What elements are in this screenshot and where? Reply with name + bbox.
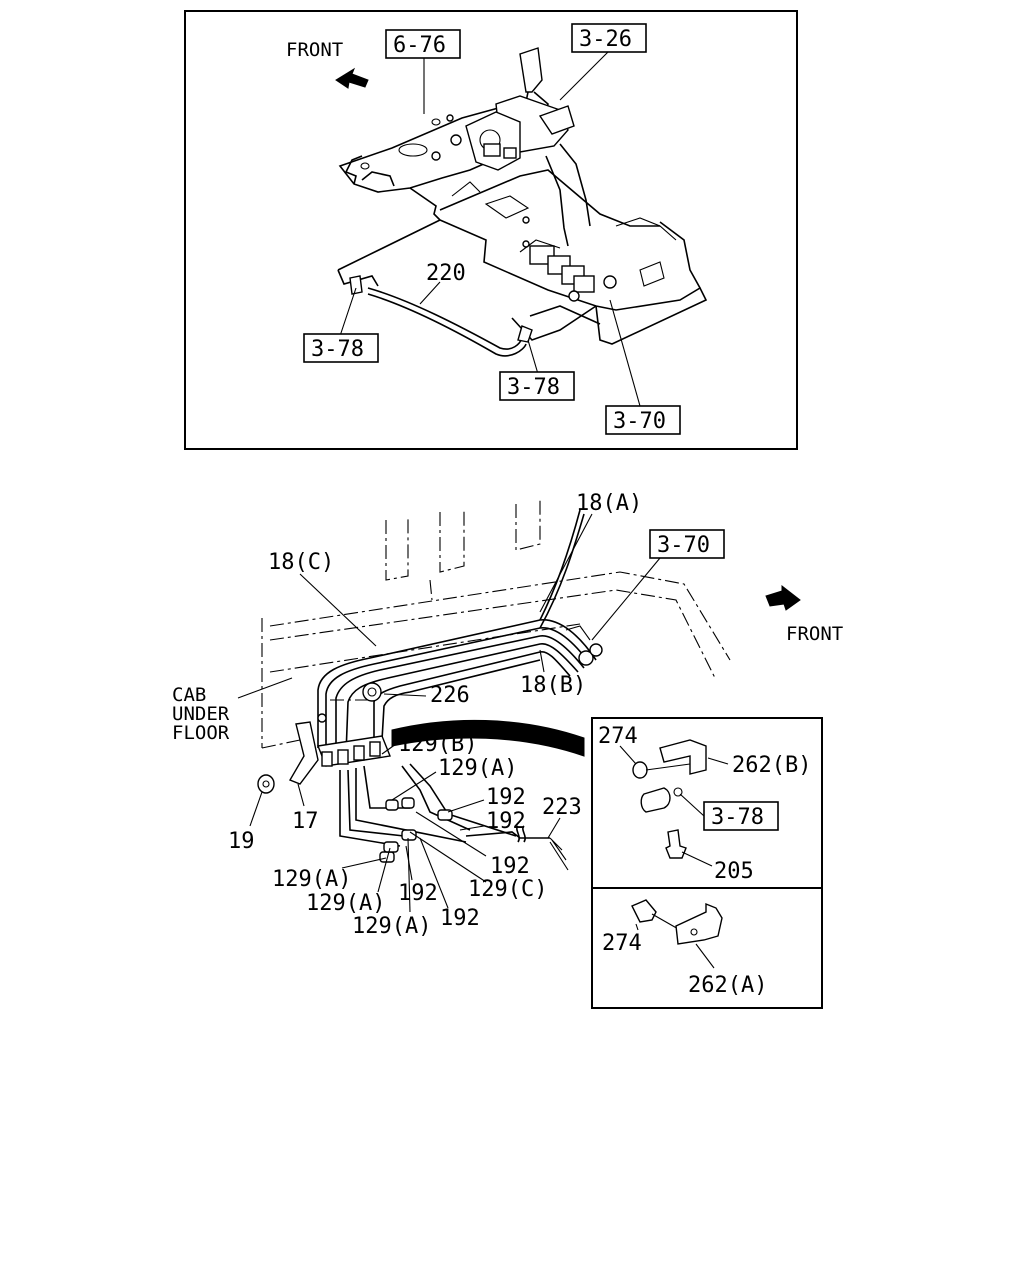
callout-192-5: 192 — [440, 906, 480, 931]
manifold-block — [257, 682, 391, 794]
callout-3-70-top: 3-70 — [613, 409, 666, 434]
cab-outline — [261, 498, 731, 749]
floor-label: FLOOR — [172, 722, 230, 744]
callout-box-3-78-left — [303, 333, 379, 363]
callout-3-78-left: 3-78 — [311, 337, 364, 362]
callout-18a: 18(A) — [576, 491, 642, 516]
callout-box-3-70-bottom — [649, 529, 725, 559]
bottom-view: FRONT CAB UNDER FLOOR — [172, 491, 843, 1009]
top-panel: FRONT — [184, 10, 798, 450]
callout-6-76: 6-76 — [393, 33, 446, 58]
pipe-bundle — [317, 509, 603, 755]
callout-274-b: 274 — [598, 724, 638, 749]
callout-129c: 129(C) — [468, 877, 547, 902]
callout-192-2: 192 — [486, 809, 526, 834]
valve-block — [446, 114, 617, 302]
leader-19 — [249, 791, 263, 827]
callout-223: 223 — [542, 795, 582, 820]
leader-205 — [681, 851, 713, 867]
callout-192-3: 192 — [490, 854, 530, 879]
under-label: UNDER — [172, 703, 230, 725]
callout-3-26: 3-26 — [579, 27, 632, 52]
front-arrow-bottom-icon — [765, 584, 801, 611]
callout-192-1: 192 — [486, 785, 526, 810]
leader-17 — [297, 783, 305, 807]
detail-b-parts — [632, 739, 707, 859]
callout-274-a: 274 — [602, 931, 642, 956]
leader-18c — [299, 573, 377, 647]
callout-205: 205 — [714, 859, 754, 884]
leader-220 — [419, 281, 441, 305]
leader-192-2 — [459, 825, 485, 831]
callout-129a-1: 129(A) — [438, 756, 517, 781]
callout-129a-3: 129(A) — [306, 891, 385, 916]
leader-129c — [409, 831, 487, 883]
callout-226: 226 — [430, 683, 470, 708]
callout-box-3-70-top — [605, 405, 681, 435]
callout-box-6-76 — [385, 29, 461, 59]
front-label-top: FRONT — [286, 39, 343, 61]
callout-192-4: 192 — [398, 881, 438, 906]
callout-129a-2: 129(A) — [272, 867, 351, 892]
detail-inset-frame — [591, 717, 823, 1009]
callout-19: 19 — [228, 829, 255, 854]
leader-262b — [707, 757, 729, 765]
leader-129a-2 — [341, 857, 387, 869]
top-panel-frame — [184, 10, 798, 450]
leader-262a — [695, 943, 715, 969]
callout-220: 220 — [426, 261, 466, 286]
harness-223 — [391, 719, 585, 757]
leader-3-78-right — [527, 339, 539, 375]
leader-192-1 — [447, 799, 485, 813]
callout-17: 17 — [292, 809, 319, 834]
shift-lever-assembly — [431, 47, 591, 247]
leader-3-70-top — [609, 299, 641, 407]
callout-18b: 18(B) — [520, 673, 586, 698]
leader-3-26 — [559, 51, 609, 101]
callout-box-3-26 — [571, 23, 647, 53]
callout-262b: 262(B) — [732, 753, 811, 778]
leader-18a — [539, 513, 593, 613]
leader-226 — [383, 693, 427, 697]
callout-18c: 18(C) — [268, 550, 334, 575]
leader-3-70-bottom — [591, 557, 661, 641]
callout-129b: 129(B) — [398, 732, 477, 757]
callout-3-78-b: 3-78 — [711, 805, 764, 830]
detail-inset: 274 262(B) 3-78 205 274 262(A) — [591, 717, 823, 1009]
callout-box-3-78-right — [499, 371, 575, 401]
leader-129a-1 — [391, 771, 437, 801]
callout-262a: 262(A) — [688, 973, 767, 998]
leader-129a-3 — [377, 847, 391, 893]
callout-129a-4: 129(A) — [352, 914, 431, 939]
front-label-bottom: FRONT — [786, 623, 843, 645]
leader-3-78-left — [339, 287, 357, 337]
leader-18b — [539, 649, 545, 673]
leader-223 — [547, 817, 561, 839]
front-arrow-top-icon — [335, 67, 369, 89]
leader-129b — [381, 743, 397, 755]
small-hoses — [339, 763, 569, 871]
callout-3-70-bottom: 3-70 — [657, 533, 710, 558]
callout-box-3-78-b — [703, 801, 779, 831]
leader-274-a — [635, 923, 639, 931]
cab-label: CAB — [172, 684, 206, 706]
leader-274-b — [619, 745, 637, 765]
leader-3-78-b — [679, 793, 705, 817]
leader-129a-4 — [407, 837, 411, 913]
hose-220 — [349, 275, 533, 357]
leader-192-5 — [419, 837, 449, 909]
callout-3-78-right: 3-78 — [507, 375, 560, 400]
leader-192-3 — [415, 811, 487, 857]
leader-cab-under-floor — [237, 677, 293, 699]
detail-a-parts — [631, 899, 723, 945]
